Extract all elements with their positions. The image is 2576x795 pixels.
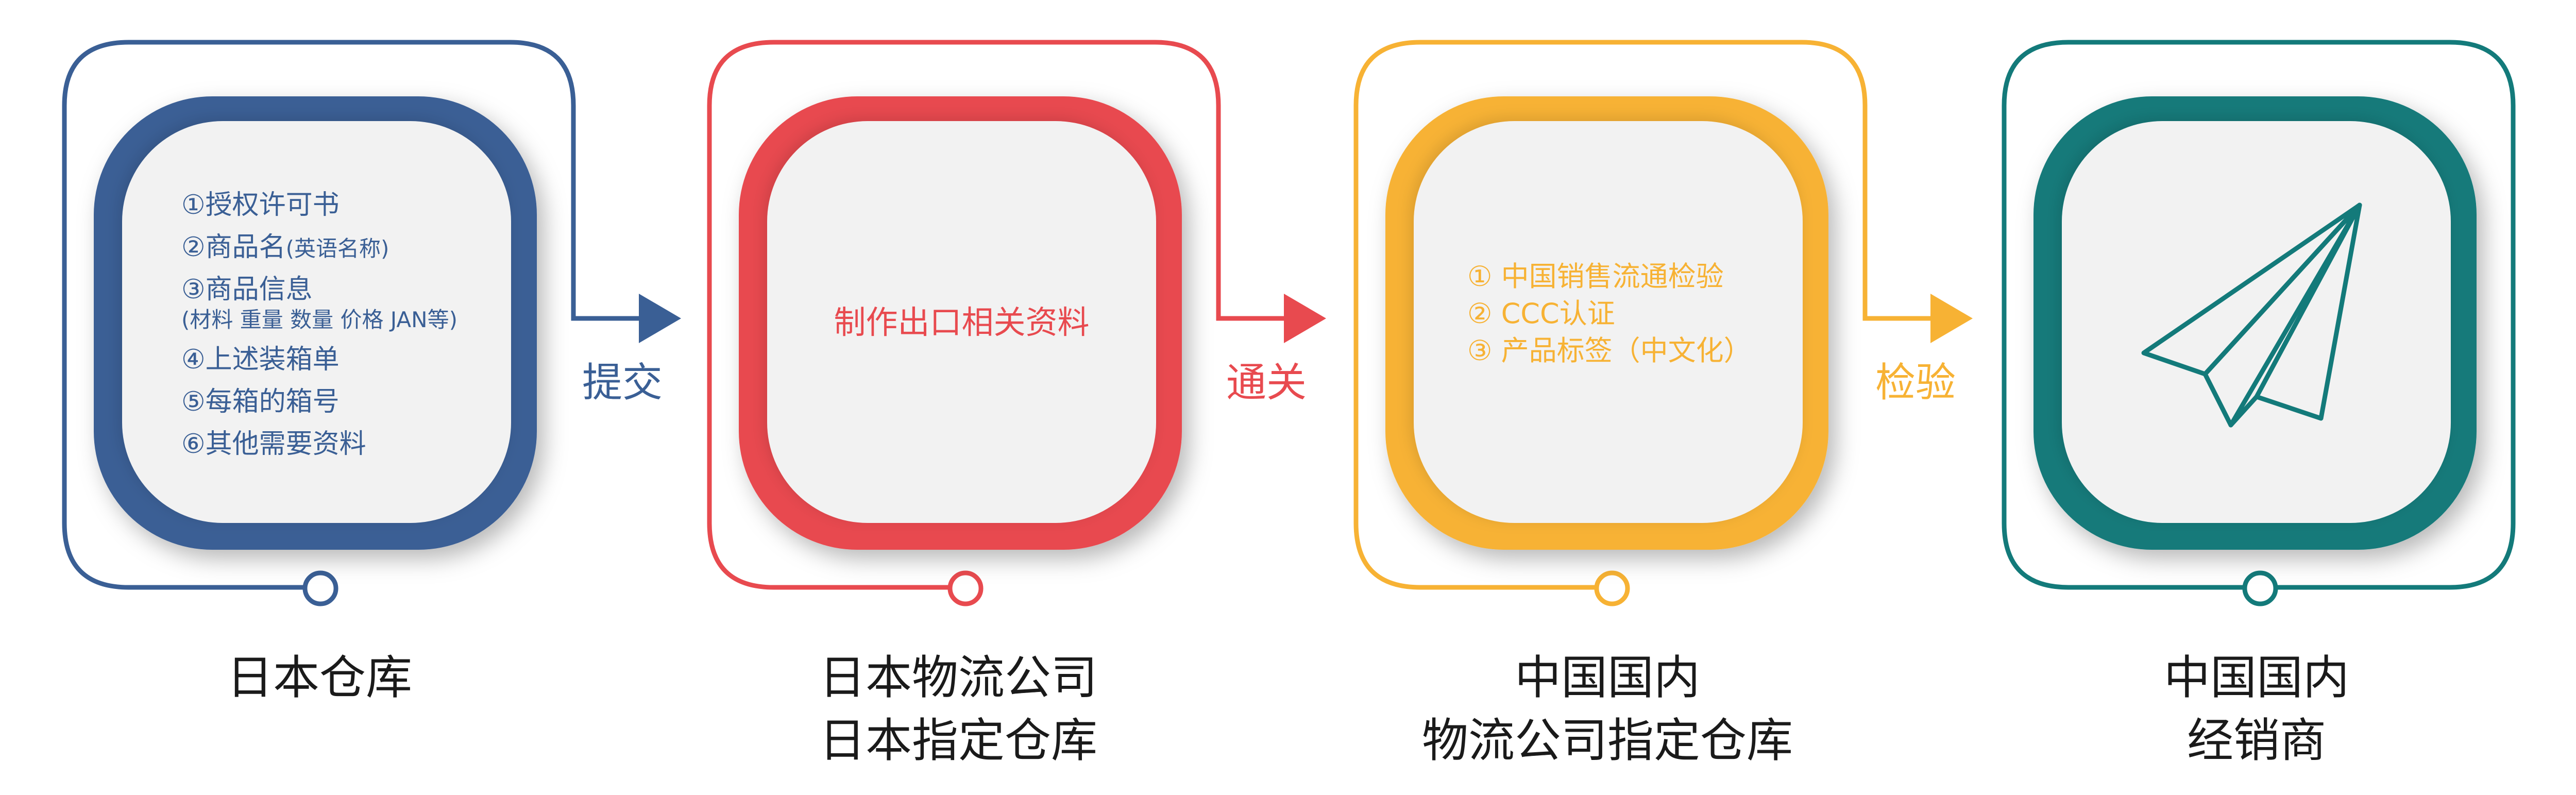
step4-frame	[2002, 40, 2516, 590]
step2-connector-dot	[947, 570, 984, 606]
arrow2-icon	[1284, 294, 1326, 343]
step1-card-face	[122, 121, 511, 523]
arrow3-label: 检验	[1875, 360, 1956, 406]
step1-connector-dot	[302, 570, 338, 606]
caption-line: 中国国内	[2164, 651, 2349, 705]
step4-node	[2002, 40, 2516, 606]
step1-item: ④上述装箱单	[181, 344, 340, 375]
step2-frame	[707, 40, 1284, 590]
step2-card-text: 制作出口相关资料	[834, 303, 1090, 341]
paper-plane-icon	[2141, 202, 2362, 428]
caption-line: 物流公司指定仓库	[1422, 713, 1793, 768]
step3-caption: 中国国内 物流公司指定仓库	[1391, 647, 1824, 772]
step4-card-face	[2062, 121, 2451, 523]
caption-line: 日本物流公司	[819, 651, 1097, 705]
step1-caption: 日本仓库	[129, 647, 510, 709]
step4-caption: 中国国内 经销商	[2061, 647, 2452, 772]
step2-node	[707, 40, 1326, 606]
caption-line: 中国国内	[1515, 651, 1700, 705]
step3-node	[1353, 40, 1973, 606]
step3-frame	[1353, 40, 1930, 590]
step3-item: ② CCC认证	[1467, 297, 1615, 330]
step1-item: ⑥其他需要资料	[181, 429, 366, 460]
step1-item: ①授权许可书	[181, 190, 340, 221]
step3-requirement-list: ① 中国销售流通检验 ② CCC认证 ③ 产品标签（中文化）	[1467, 263, 1776, 365]
step1-item: ③商品信息	[181, 274, 313, 305]
step2-caption: 日本物流公司 日本指定仓库	[762, 647, 1154, 772]
step3-item: ① 中国销售流通检验	[1467, 260, 1724, 293]
step1-item: ②商品名(英语名称)	[181, 232, 389, 263]
step3-card-face	[1414, 121, 1803, 523]
step1-frame	[62, 40, 639, 590]
step1-item2-note: (英语名称)	[285, 236, 389, 261]
caption-line: 日本仓库	[227, 651, 412, 705]
caption-line: 日本指定仓库	[819, 713, 1097, 768]
step4-connector-dot	[2242, 570, 2278, 606]
arrow1-icon	[639, 294, 681, 343]
step1-node	[62, 40, 681, 606]
caption-line: 经销商	[2187, 713, 2326, 768]
step3-item: ③ 产品标签（中文化）	[1467, 334, 1752, 367]
step3-connector-dot	[1594, 570, 1630, 606]
arrow3-icon	[1930, 294, 1973, 343]
step2-card-face	[767, 121, 1156, 523]
step1-item3-note: (材料 重量 数量 价格 JAN等)	[181, 307, 457, 332]
step1-document-list: ①授权许可书 ②商品名(英语名称) ③商品信息 (材料 重量 数量 价格 JAN…	[181, 192, 501, 458]
arrow2-label: 通关	[1226, 360, 1307, 406]
step1-item: ⑤每箱的箱号	[181, 386, 340, 417]
arrow1-label: 提交	[582, 360, 663, 406]
